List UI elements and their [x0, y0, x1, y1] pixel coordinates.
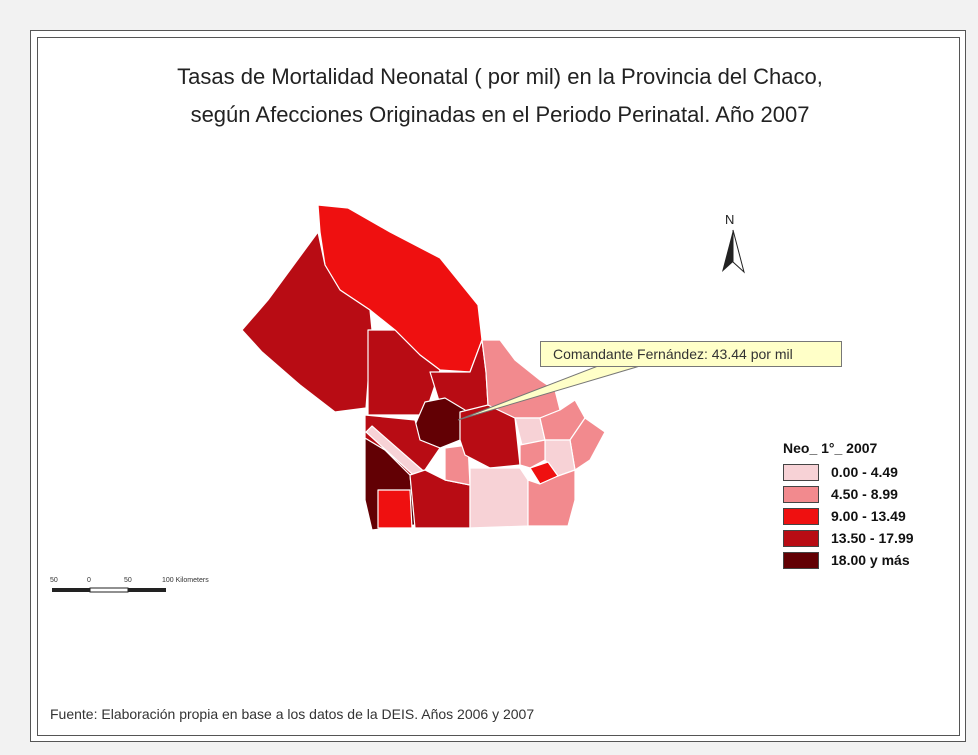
map-frame-inner — [37, 37, 960, 736]
legend-swatch — [783, 485, 819, 503]
scale-label-2: 50 — [124, 577, 132, 584]
legend-item: 9.00 - 13.49 — [783, 505, 914, 527]
legend-swatch — [783, 463, 819, 481]
legend-swatch — [783, 529, 819, 547]
legend-label: 0.00 - 4.49 — [831, 464, 898, 480]
legend-label: 9.00 - 13.49 — [831, 508, 906, 524]
region-southeast-2 — [527, 469, 576, 527]
scale-bar — [52, 587, 166, 593]
region-east-8 — [519, 439, 546, 469]
scale-label-3: 100 Kilometers — [162, 577, 209, 584]
callout-comandante-fernandez: Comandante Fernández: 43.44 por mil — [540, 341, 842, 367]
legend-label: 4.50 - 8.99 — [831, 486, 898, 502]
legend-swatch — [783, 551, 819, 569]
scale-label-1: 0 — [87, 577, 91, 584]
map-legend: Neo_ 1°_ 2007 0.00 - 4.49 4.50 - 8.99 9.… — [783, 440, 914, 571]
north-label: N — [725, 212, 735, 227]
legend-item: 4.50 - 8.99 — [783, 483, 914, 505]
legend-label: 13.50 - 17.99 — [831, 530, 914, 546]
region-southeast-1 — [469, 467, 529, 529]
map-title-line2: según Afecciones Originadas en el Period… — [190, 102, 810, 127]
region-south-2 — [377, 489, 413, 529]
legend-item: 0.00 - 4.49 — [783, 461, 914, 483]
north-arrow-icon — [722, 229, 745, 274]
legend-item: 13.50 - 17.99 — [783, 527, 914, 549]
scale-label-0: 50 — [50, 577, 58, 584]
legend-swatch — [783, 507, 819, 525]
legend-title: Neo_ 1°_ 2007 — [783, 440, 878, 456]
map-title-line1: Tasas de Mortalidad Neonatal ( por mil) … — [177, 64, 823, 89]
legend-label: 18.00 y más — [831, 552, 910, 568]
legend-item: 18.00 y más — [783, 549, 914, 571]
source-note: Fuente: Elaboración propia en base a los… — [50, 706, 535, 722]
